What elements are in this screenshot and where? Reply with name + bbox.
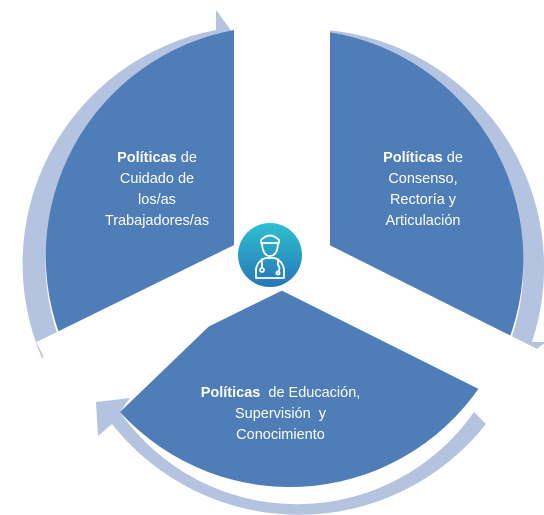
segment-bottom-line-1: Políticas de Educación, (158, 383, 403, 404)
segment-text-left: Políticas de Cuidado de los/as Trabajado… (74, 148, 240, 232)
doctor-with-stethoscope-icon (255, 234, 285, 279)
segment-right-line-1: Políticas de (340, 148, 506, 169)
segment-right-bold: Políticas (383, 150, 443, 166)
segment-bottom-line-3: Conocimiento (236, 427, 325, 443)
segment-left-line-1: Políticas de (74, 148, 240, 169)
segment-left-line-1-rest: de (176, 150, 197, 166)
segment-left-line-2: Cuidado de (119, 171, 195, 187)
segment-right-line-1-rest: de (442, 150, 463, 166)
segment-text-right: Políticas de Consenso, Rectoría y Articu… (340, 148, 506, 232)
segment-bottom-bold: Políticas (200, 385, 261, 401)
segment-left-bold: Políticas (117, 150, 177, 166)
segment-left-line-4: Trabajadores/as (104, 213, 210, 229)
segment-right-line-4: Articulación (385, 213, 461, 229)
arrow-band-bottom (96, 398, 486, 515)
segment-right-line-3: Rectoría y (389, 192, 457, 208)
segment-right-line-2: Consenso, (388, 171, 458, 187)
segment-bottom (120, 256, 488, 488)
segment-text-bottom: Políticas de Educación, Supervisión y Co… (158, 383, 403, 446)
segment-gaps (36, 0, 544, 408)
segment-bottom-line-2: Supervisión y (234, 406, 327, 422)
segment-bottom-line-1-rest: de Educación, (260, 385, 361, 401)
center-badge (238, 223, 302, 287)
segment-left-line-3: los/as (138, 192, 176, 208)
arrow-band-right (326, 30, 544, 360)
